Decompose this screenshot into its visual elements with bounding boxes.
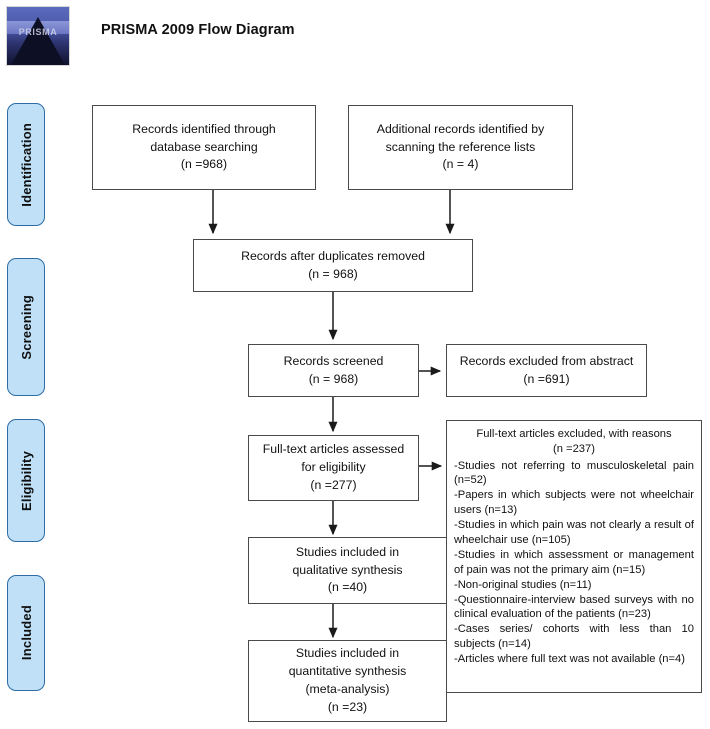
exclusion-reason-item: -Studies in which pain was not clearly a… bbox=[454, 519, 694, 547]
box-text: Additional records identified by scannin… bbox=[376, 121, 545, 172]
phase-label-text: Eligibility bbox=[18, 450, 34, 511]
phase-label-included: Included bbox=[7, 575, 45, 691]
exclusion-reasons-list: -Studies not referring to musculoskeleta… bbox=[454, 459, 694, 667]
box-text: Records after duplicates removed (n = 96… bbox=[241, 248, 425, 281]
box-records-excluded-abstract: Records excluded from abstract (n =691) bbox=[446, 344, 647, 397]
box-records-screened: Records screened (n = 968) bbox=[248, 344, 419, 397]
exclusion-reason-item: -Studies in which assessment or manageme… bbox=[454, 548, 694, 576]
logo-pyramid-shape bbox=[11, 17, 65, 65]
box-quantitative-synthesis: Studies included in quantitative synthes… bbox=[248, 640, 447, 722]
box-fulltext-excluded-reasons: Full-text articles excluded, with reason… bbox=[446, 420, 702, 693]
phase-label-text: Identification bbox=[18, 122, 34, 207]
page-title: PRISMA 2009 Flow Diagram bbox=[101, 22, 295, 38]
box-text: Studies included in quantitative synthes… bbox=[288, 646, 407, 714]
exclusion-reason-item: -Papers in which subjects were not wheel… bbox=[454, 489, 694, 517]
phase-label-text: Included bbox=[18, 605, 34, 661]
box-text: Studies included in qualitative synthesi… bbox=[292, 544, 403, 595]
box-text: Full-text articles assessed for eligibil… bbox=[262, 442, 405, 492]
phase-label-screening: Screening bbox=[7, 258, 45, 396]
box-fulltext-assessed: Full-text articles assessed for eligibil… bbox=[248, 435, 419, 501]
exclusion-reason-item: -Questionnaire-interview based surveys w… bbox=[454, 593, 694, 621]
box-text: Records excluded from abstract (n =691) bbox=[459, 353, 634, 386]
box-qualitative-synthesis: Studies included in qualitative synthesi… bbox=[248, 537, 447, 604]
phase-label-text: Screening bbox=[18, 294, 34, 360]
exclusion-reason-item: -Non-original studies (n=11) bbox=[454, 578, 592, 591]
exclusion-reason-item: -Cases series/ cohorts with less than 10… bbox=[454, 623, 694, 651]
exclusion-reason-item: -Articles where full text was not availa… bbox=[454, 653, 685, 666]
exclusion-reasons-heading: Full-text articles excluded, with reason… bbox=[476, 428, 672, 455]
exclusion-reason-item: -Studies not referring to musculoskeleta… bbox=[454, 459, 694, 487]
box-records-identified-database: Records identified through database sear… bbox=[92, 105, 316, 190]
phase-label-eligibility: Eligibility bbox=[7, 419, 45, 542]
logo-wordmark: PRISMA bbox=[18, 27, 58, 37]
box-text: Records screened (n = 968) bbox=[283, 353, 384, 386]
prisma-logo-icon: PRISMA bbox=[6, 6, 70, 66]
box-additional-records: Additional records identified by scannin… bbox=[348, 105, 573, 190]
phase-label-identification: Identification bbox=[7, 103, 45, 226]
box-records-after-duplicates: Records after duplicates removed (n = 96… bbox=[193, 239, 473, 292]
box-text: Records identified through database sear… bbox=[132, 121, 276, 172]
